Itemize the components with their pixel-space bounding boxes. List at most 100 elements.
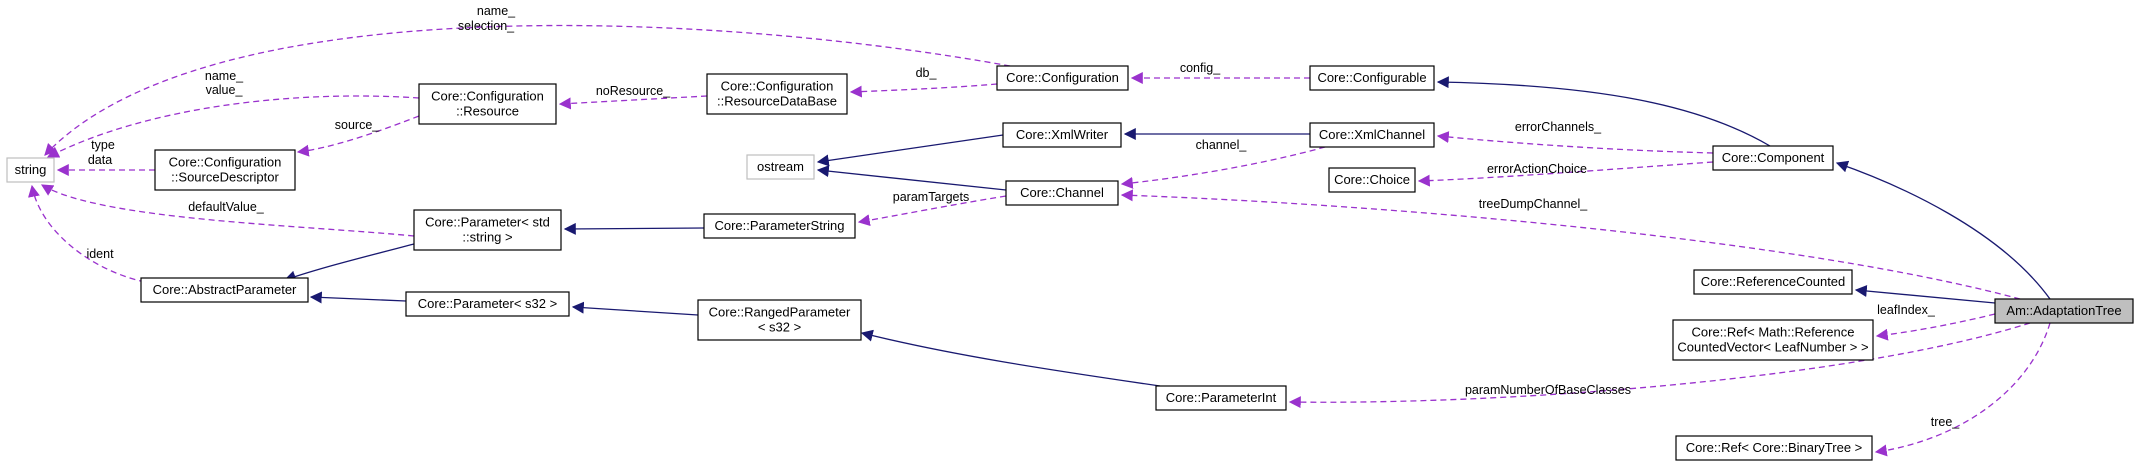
node-core-configuration-resourcedatabase[interactable]: Core::Configuration::ResourceDataBase bbox=[706, 73, 848, 115]
node-box bbox=[996, 65, 1129, 91]
node-core-configuration-sourcedescriptor[interactable]: Core::Configuration::SourceDescriptor bbox=[154, 149, 296, 191]
edge-line bbox=[1835, 160, 2051, 300]
node-box bbox=[6, 157, 55, 183]
edge-label: leafIndex_ bbox=[1877, 303, 1936, 317]
edge-core_configuration_resourcedatabase-to-core_configuration_resource: noResource_ bbox=[558, 84, 708, 110]
node-core-rangedparameter[interactable]: Core::RangedParameter< s32 > bbox=[697, 299, 862, 341]
edge-label: paramNumberOfBaseClasses bbox=[1465, 383, 1631, 397]
node-label: Core::XmlChannel bbox=[1319, 127, 1425, 142]
node-label: Core::RangedParameter bbox=[709, 305, 851, 320]
edge-line bbox=[46, 95, 420, 158]
edge-label: name_ bbox=[477, 4, 516, 18]
edge-core_configuration_resource-to-core_configuration_sourcedescriptor: source_ bbox=[296, 115, 420, 157]
edge-line bbox=[816, 134, 1004, 167]
edge-label: ident bbox=[86, 247, 114, 261]
node-box bbox=[1309, 65, 1435, 91]
edge-line bbox=[1120, 146, 1326, 189]
node-label: Core::Configuration bbox=[169, 155, 282, 170]
edge-label: tree_ bbox=[1931, 415, 1961, 429]
node-core-configuration[interactable]: Core::Configuration bbox=[996, 65, 1129, 91]
edge-label: channel_ bbox=[1196, 138, 1248, 152]
node-am-adaptationtree[interactable]: Am::AdaptationTree bbox=[1994, 298, 2134, 324]
node-box bbox=[746, 154, 815, 180]
node-label: Core::Configuration bbox=[431, 89, 544, 104]
node-core-component[interactable]: Core::Component bbox=[1712, 145, 1834, 171]
edge-core_xmlchannel-to-core_channel: channel_ bbox=[1120, 138, 1326, 189]
edge-label: selection_ bbox=[458, 19, 515, 33]
node-label: ::ResourceDataBase bbox=[717, 94, 837, 109]
node-label: Core::Configuration bbox=[721, 79, 834, 94]
node-core-choice[interactable]: Core::Choice bbox=[1328, 167, 1416, 193]
node-label: Core::Parameter< s32 > bbox=[418, 296, 557, 311]
edge-core_parameterstring-to-core_parameter_string bbox=[563, 222, 705, 235]
node-box bbox=[140, 277, 309, 303]
edge-core_channel-to-core_parameterstring: paramTargets bbox=[857, 190, 1007, 227]
edge-core_configuration_resource-to-string: name_value_ bbox=[46, 69, 420, 158]
node-core-ref-leafnumber[interactable]: Core::Ref< Math::ReferenceCountedVector<… bbox=[1672, 319, 1874, 361]
node-core-xmlchannel[interactable]: Core::XmlChannel bbox=[1309, 122, 1435, 148]
edge-core_configuration-to-string: name_selection_ bbox=[44, 4, 1011, 156]
node-box bbox=[697, 299, 862, 341]
node-box bbox=[1672, 319, 1874, 361]
edge-label: treeDumpChannel_ bbox=[1479, 197, 1588, 211]
edge-line bbox=[1875, 313, 1996, 341]
node-box bbox=[1328, 167, 1416, 193]
edge-label: defaultValue_ bbox=[188, 200, 265, 214]
edge-line bbox=[571, 301, 699, 316]
node-ostream[interactable]: ostream bbox=[746, 154, 815, 180]
node-core-parameter-string[interactable]: Core::Parameter< std::string > bbox=[413, 209, 562, 251]
node-box bbox=[703, 213, 856, 239]
node-label: ::string > bbox=[462, 230, 512, 245]
edge-label: type bbox=[91, 138, 115, 152]
node-core-parameter-s32[interactable]: Core::Parameter< s32 > bbox=[405, 291, 570, 317]
edge-label: source_ bbox=[335, 118, 381, 132]
node-label: Core::ParameterString bbox=[714, 218, 844, 233]
edge-line bbox=[860, 329, 1161, 387]
edge-core_abstractparameter-to-string: ident bbox=[28, 184, 146, 283]
edge-core_channel-to-ostream bbox=[816, 165, 1007, 191]
node-core-configuration-resource[interactable]: Core::Configuration::Resource bbox=[418, 83, 557, 125]
edge-line bbox=[1120, 189, 2021, 300]
node-label: ::SourceDescriptor bbox=[171, 170, 279, 185]
node-core-parameterint[interactable]: Core::ParameterInt bbox=[1155, 385, 1287, 411]
node-core-configurable[interactable]: Core::Configurable bbox=[1309, 65, 1435, 91]
edge-core_rangedparameter-to-core_parameter_s32 bbox=[571, 301, 699, 316]
node-label: Core::XmlWriter bbox=[1016, 127, 1109, 142]
edge-core_component-to-core_xmlchannel: errorChannels_ bbox=[1436, 120, 1714, 154]
edge-core_xmlwriter-to-ostream bbox=[816, 134, 1004, 167]
node-core-parameterstring[interactable]: Core::ParameterString bbox=[703, 213, 856, 239]
edge-line bbox=[28, 184, 146, 283]
node-core-referencecounted[interactable]: Core::ReferenceCounted bbox=[1693, 269, 1853, 295]
node-box bbox=[1712, 145, 1834, 171]
edge-label: data bbox=[88, 153, 112, 167]
node-core-xmlwriter[interactable]: Core::XmlWriter bbox=[1002, 122, 1122, 148]
edge-core_configurable-to-core_configuration: config_ bbox=[1130, 61, 1310, 84]
edge-core_parameter_string-to-string: defaultValue_ bbox=[40, 184, 415, 237]
node-string[interactable]: string bbox=[6, 157, 55, 183]
edge-line bbox=[1854, 285, 1996, 304]
edge-line bbox=[283, 243, 415, 283]
edge-line bbox=[40, 184, 415, 237]
node-core-ref-binarytree[interactable]: Core::Ref< Core::BinaryTree > bbox=[1675, 435, 1873, 461]
edge-label: paramTargets bbox=[893, 190, 969, 204]
edge-label: db_ bbox=[916, 66, 938, 80]
edge-line bbox=[1288, 322, 2031, 409]
edge-line bbox=[563, 222, 705, 235]
edge-line bbox=[1874, 322, 2051, 457]
edge-line bbox=[309, 291, 407, 304]
node-label: string bbox=[15, 162, 47, 177]
node-core-abstractparameter[interactable]: Core::AbstractParameter bbox=[140, 277, 309, 303]
edge-core_component-to-core_choice: errorActionChoice bbox=[1417, 161, 1714, 187]
node-box bbox=[1309, 122, 1435, 148]
node-box bbox=[413, 209, 562, 251]
node-label: ::Resource bbox=[456, 104, 519, 119]
edge-core_parameterint-to-core_rangedparameter bbox=[860, 329, 1161, 387]
node-box bbox=[1002, 122, 1122, 148]
edge-label: errorChannels_ bbox=[1515, 120, 1602, 134]
edge-am_adaptationtree-to-core_component bbox=[1835, 160, 2051, 300]
node-label: Core::Channel bbox=[1020, 185, 1104, 200]
node-label: Core::Configuration bbox=[1006, 70, 1119, 85]
node-core-channel[interactable]: Core::Channel bbox=[1005, 180, 1119, 206]
node-label: Core::ParameterInt bbox=[1166, 390, 1277, 405]
